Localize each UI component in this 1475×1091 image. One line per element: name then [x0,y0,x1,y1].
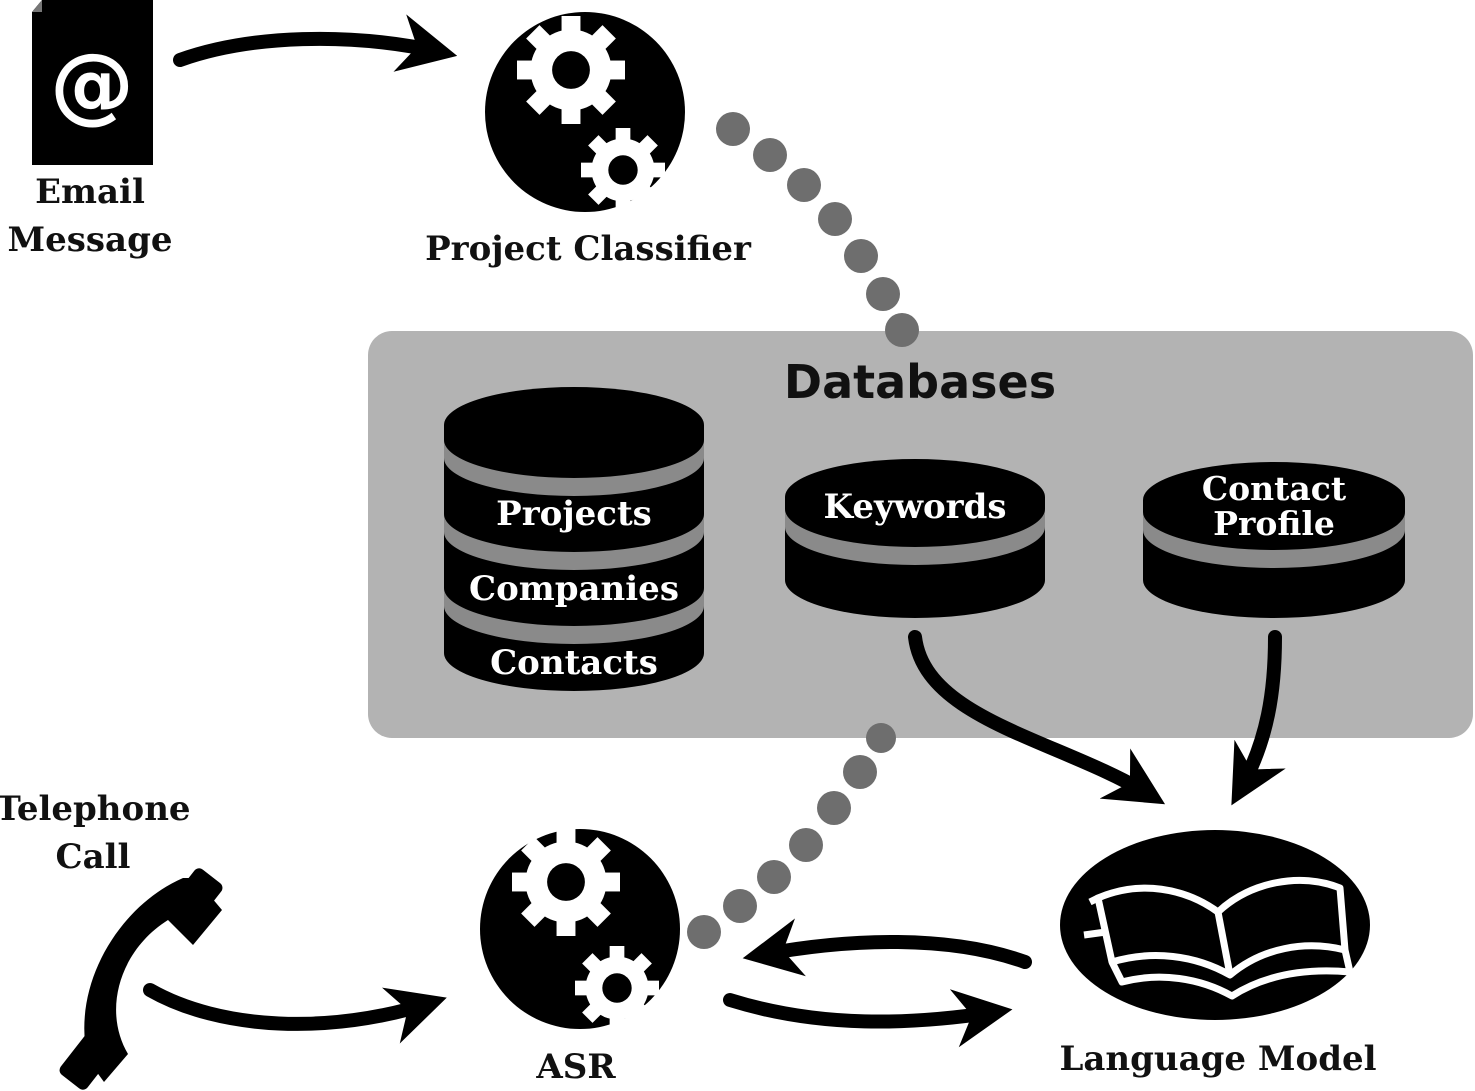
keywords-label: Keywords [824,487,1007,527]
contact-profile-label-1: Contact [1202,469,1347,508]
telephone-label-2: Call [56,837,131,877]
contacts-label: Contacts [490,643,658,683]
asr-label: ASR [535,1047,616,1087]
language-model-label: Language Model [1059,1039,1376,1079]
keywords-database: Keywords [785,459,1045,618]
at-sign-document-icon: @ [32,0,153,165]
databases-title: Databases [784,355,1056,409]
arrow-contact-profile-to-language-model [1231,630,1286,806]
asr-gears-icon [480,828,680,1030]
telephone-handset-icon [59,868,223,1090]
telephone-label-1: Telephone [0,789,191,829]
arrow-keywords-to-language-model [908,630,1166,805]
dotted-link-classifier [716,112,919,347]
open-book-icon [1060,830,1370,1020]
gears-icon [485,12,685,212]
arrow-language-model-to-asr [742,918,1032,977]
projects-label: Projects [496,494,652,534]
arrow-email-to-classifier [173,14,458,72]
arrow-asr-to-language-model [723,989,1013,1048]
companies-label: Companies [469,569,679,609]
projects-database-stack: Projects Companies Contacts [444,387,704,691]
dotted-link-asr [687,723,896,949]
svg-text:@: @ [50,35,134,133]
contact-profile-label-2: Profile [1213,504,1335,543]
email-label-1: Email [35,172,145,212]
arrow-telephone-to-asr [143,983,447,1044]
contact-profile-database: Contact Profile [1143,462,1405,618]
email-label-2: Message [8,220,173,260]
classifier-label: Project Classifier [425,229,752,269]
